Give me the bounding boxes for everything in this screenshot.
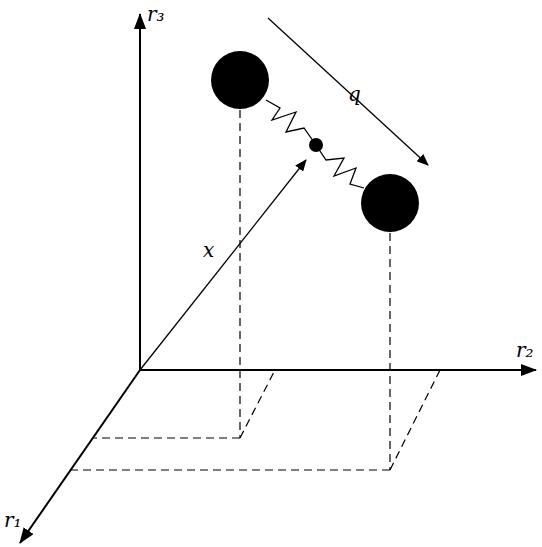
connector-vector: [268, 18, 428, 165]
vector-label: x: [203, 240, 214, 260]
position-vector: [140, 160, 306, 370]
spring: [266, 100, 364, 188]
axis-label: r₁: [4, 510, 22, 530]
vector-label: q: [348, 84, 361, 104]
axis-label: r₂: [516, 340, 534, 360]
center-of-mass: [309, 138, 323, 152]
axis-label: r₃: [147, 4, 165, 24]
r3-axis: [139, 14, 141, 370]
r2-axis: [140, 369, 536, 371]
projection-lines: [71, 110, 440, 470]
mass: [361, 174, 419, 232]
mass: [211, 51, 269, 109]
r1-axis: [20, 370, 140, 543]
